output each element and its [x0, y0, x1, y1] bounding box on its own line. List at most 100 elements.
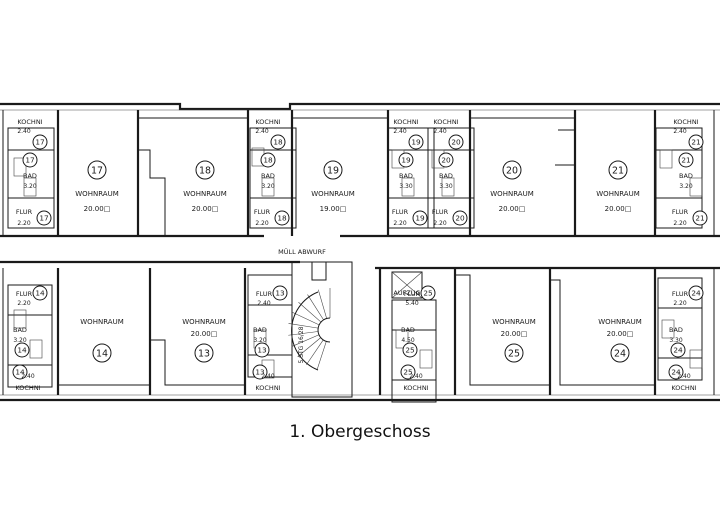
room-number-text: 13 — [255, 368, 265, 377]
room-number-circle — [87, 160, 107, 180]
sanitary-fixture — [401, 177, 415, 197]
living-room-area: 20.00□ — [501, 330, 528, 338]
room-number-circle — [92, 343, 112, 363]
room-number-text: 17 — [25, 156, 35, 165]
kitchen-area: 2.40 — [409, 373, 423, 380]
waste-chute-label: MÜLL ABWURF — [278, 247, 326, 256]
room-number-circle — [323, 160, 343, 180]
kitchen-label: KOCHNI — [393, 118, 418, 126]
flur-label: FLUR — [392, 208, 409, 216]
room-number-text: 24 — [671, 368, 681, 377]
bath-block — [7, 127, 55, 229]
bath-block — [7, 284, 53, 388]
spiral-stair — [288, 288, 331, 371]
elevator-label: AUFZUG — [393, 289, 420, 297]
room-number-text: 25 — [423, 289, 433, 298]
living-room-label: WOHNRAUM — [596, 190, 639, 198]
living-room-area: 20.00□ — [191, 330, 218, 338]
unit-number-bath: 13 — [254, 342, 270, 358]
bath-area: 3.30 — [399, 183, 413, 190]
flur-area: 2.20 — [17, 220, 31, 227]
room-number-text: 14 — [96, 348, 108, 359]
stair-tread — [307, 294, 324, 321]
elevator-cross — [391, 271, 423, 299]
flur-area: 2.40 — [257, 300, 271, 307]
room-number-text: 18 — [263, 156, 273, 165]
sanitary-fixture — [419, 349, 433, 369]
unit-number-bath: 18 — [260, 152, 276, 168]
kitchen-area: 2.40 — [21, 373, 35, 380]
kitchen-label: KOCHNI — [673, 118, 698, 126]
room-number-circle — [14, 342, 30, 358]
room-number-text: 19 — [327, 165, 339, 176]
living-room-area: 20.00□ — [499, 205, 526, 213]
room-number-circle — [194, 343, 214, 363]
room-number-circle — [408, 134, 424, 150]
bath-label: BAD — [23, 172, 37, 180]
room-number-text: 19 — [401, 156, 411, 165]
flur-label: FLUR — [672, 208, 689, 216]
living-room-area: 20.00□ — [607, 330, 634, 338]
room-number-text: 24 — [691, 289, 701, 298]
sanitary-fixture — [441, 177, 455, 197]
kitchen-area: 2.40 — [393, 128, 407, 135]
bath-label: BAD — [679, 172, 693, 180]
flur-area: 2.20 — [433, 220, 447, 227]
unit-number-kitchen: 21 — [688, 134, 704, 150]
living-room-label: WOHNRAUM — [598, 318, 641, 326]
kitchen-area: 2.40 — [17, 128, 31, 135]
bath-area: 3.20 — [23, 183, 37, 190]
stair-tread — [316, 341, 327, 371]
flur-label: FLUR — [404, 290, 421, 298]
top-facade — [0, 102, 720, 111]
room-number-circle — [502, 160, 522, 180]
bath-block — [387, 127, 435, 229]
room-number-text: 20 — [451, 138, 461, 147]
stair-tread — [298, 301, 322, 323]
flur-area: 2.20 — [673, 220, 687, 227]
room-number-circle — [610, 343, 630, 363]
unit-number-kitchen: 18 — [270, 134, 286, 150]
room-number-text: 19 — [411, 138, 421, 147]
kitchen-label: KOCHNI — [671, 384, 696, 392]
room-number-circle — [504, 343, 524, 363]
bath-area: 3.20 — [261, 183, 275, 190]
unit-number-kitchen: 24 — [668, 364, 684, 380]
unit-number-bath: 19 — [398, 152, 414, 168]
kitchen-label: KOCHNI — [15, 384, 40, 392]
room-number-circle — [452, 210, 468, 226]
bath-label: BAD — [13, 326, 27, 334]
kitchen-label: KOCHNI — [255, 384, 280, 392]
living-room-number: 21 — [608, 160, 628, 180]
unit-number-kitchen: 19 — [408, 134, 424, 150]
room-number-circle — [670, 342, 686, 358]
bath-area: 3.20 — [253, 337, 267, 344]
sanitary-fixture — [23, 177, 37, 197]
bath-area: 3.30 — [439, 183, 453, 190]
room-number-text: 20 — [455, 214, 465, 223]
room-number-circle — [22, 152, 38, 168]
bath-block — [249, 127, 297, 229]
flur-label: FLUR — [254, 208, 271, 216]
room-number-text: 14 — [17, 346, 27, 355]
room-number-circle — [32, 134, 48, 150]
room-number-circle — [252, 364, 268, 380]
flur-area: 2.20 — [255, 220, 269, 227]
recess — [137, 110, 248, 119]
kitchen-label: KOCHNI — [433, 118, 458, 126]
bath-area: 3.20 — [679, 183, 693, 190]
flur-label: FLUR — [256, 290, 273, 298]
living-room-area: 20.00□ — [605, 205, 632, 213]
room-number-text: 13 — [275, 289, 285, 298]
kitchen-area: 2.40 — [673, 128, 687, 135]
room-number-text: 19 — [415, 214, 425, 223]
unit-number-kitchen: 17 — [32, 134, 48, 150]
stair-tread — [306, 339, 324, 365]
elevator-shaft — [391, 271, 423, 299]
room-number-circle — [412, 210, 428, 226]
kitchen-label: KOCHNI — [17, 118, 42, 126]
sanitary-fixture — [661, 319, 675, 339]
bath-block — [657, 277, 703, 381]
room-number-text: 25 — [508, 348, 520, 359]
bath-label: BAD — [399, 172, 413, 180]
